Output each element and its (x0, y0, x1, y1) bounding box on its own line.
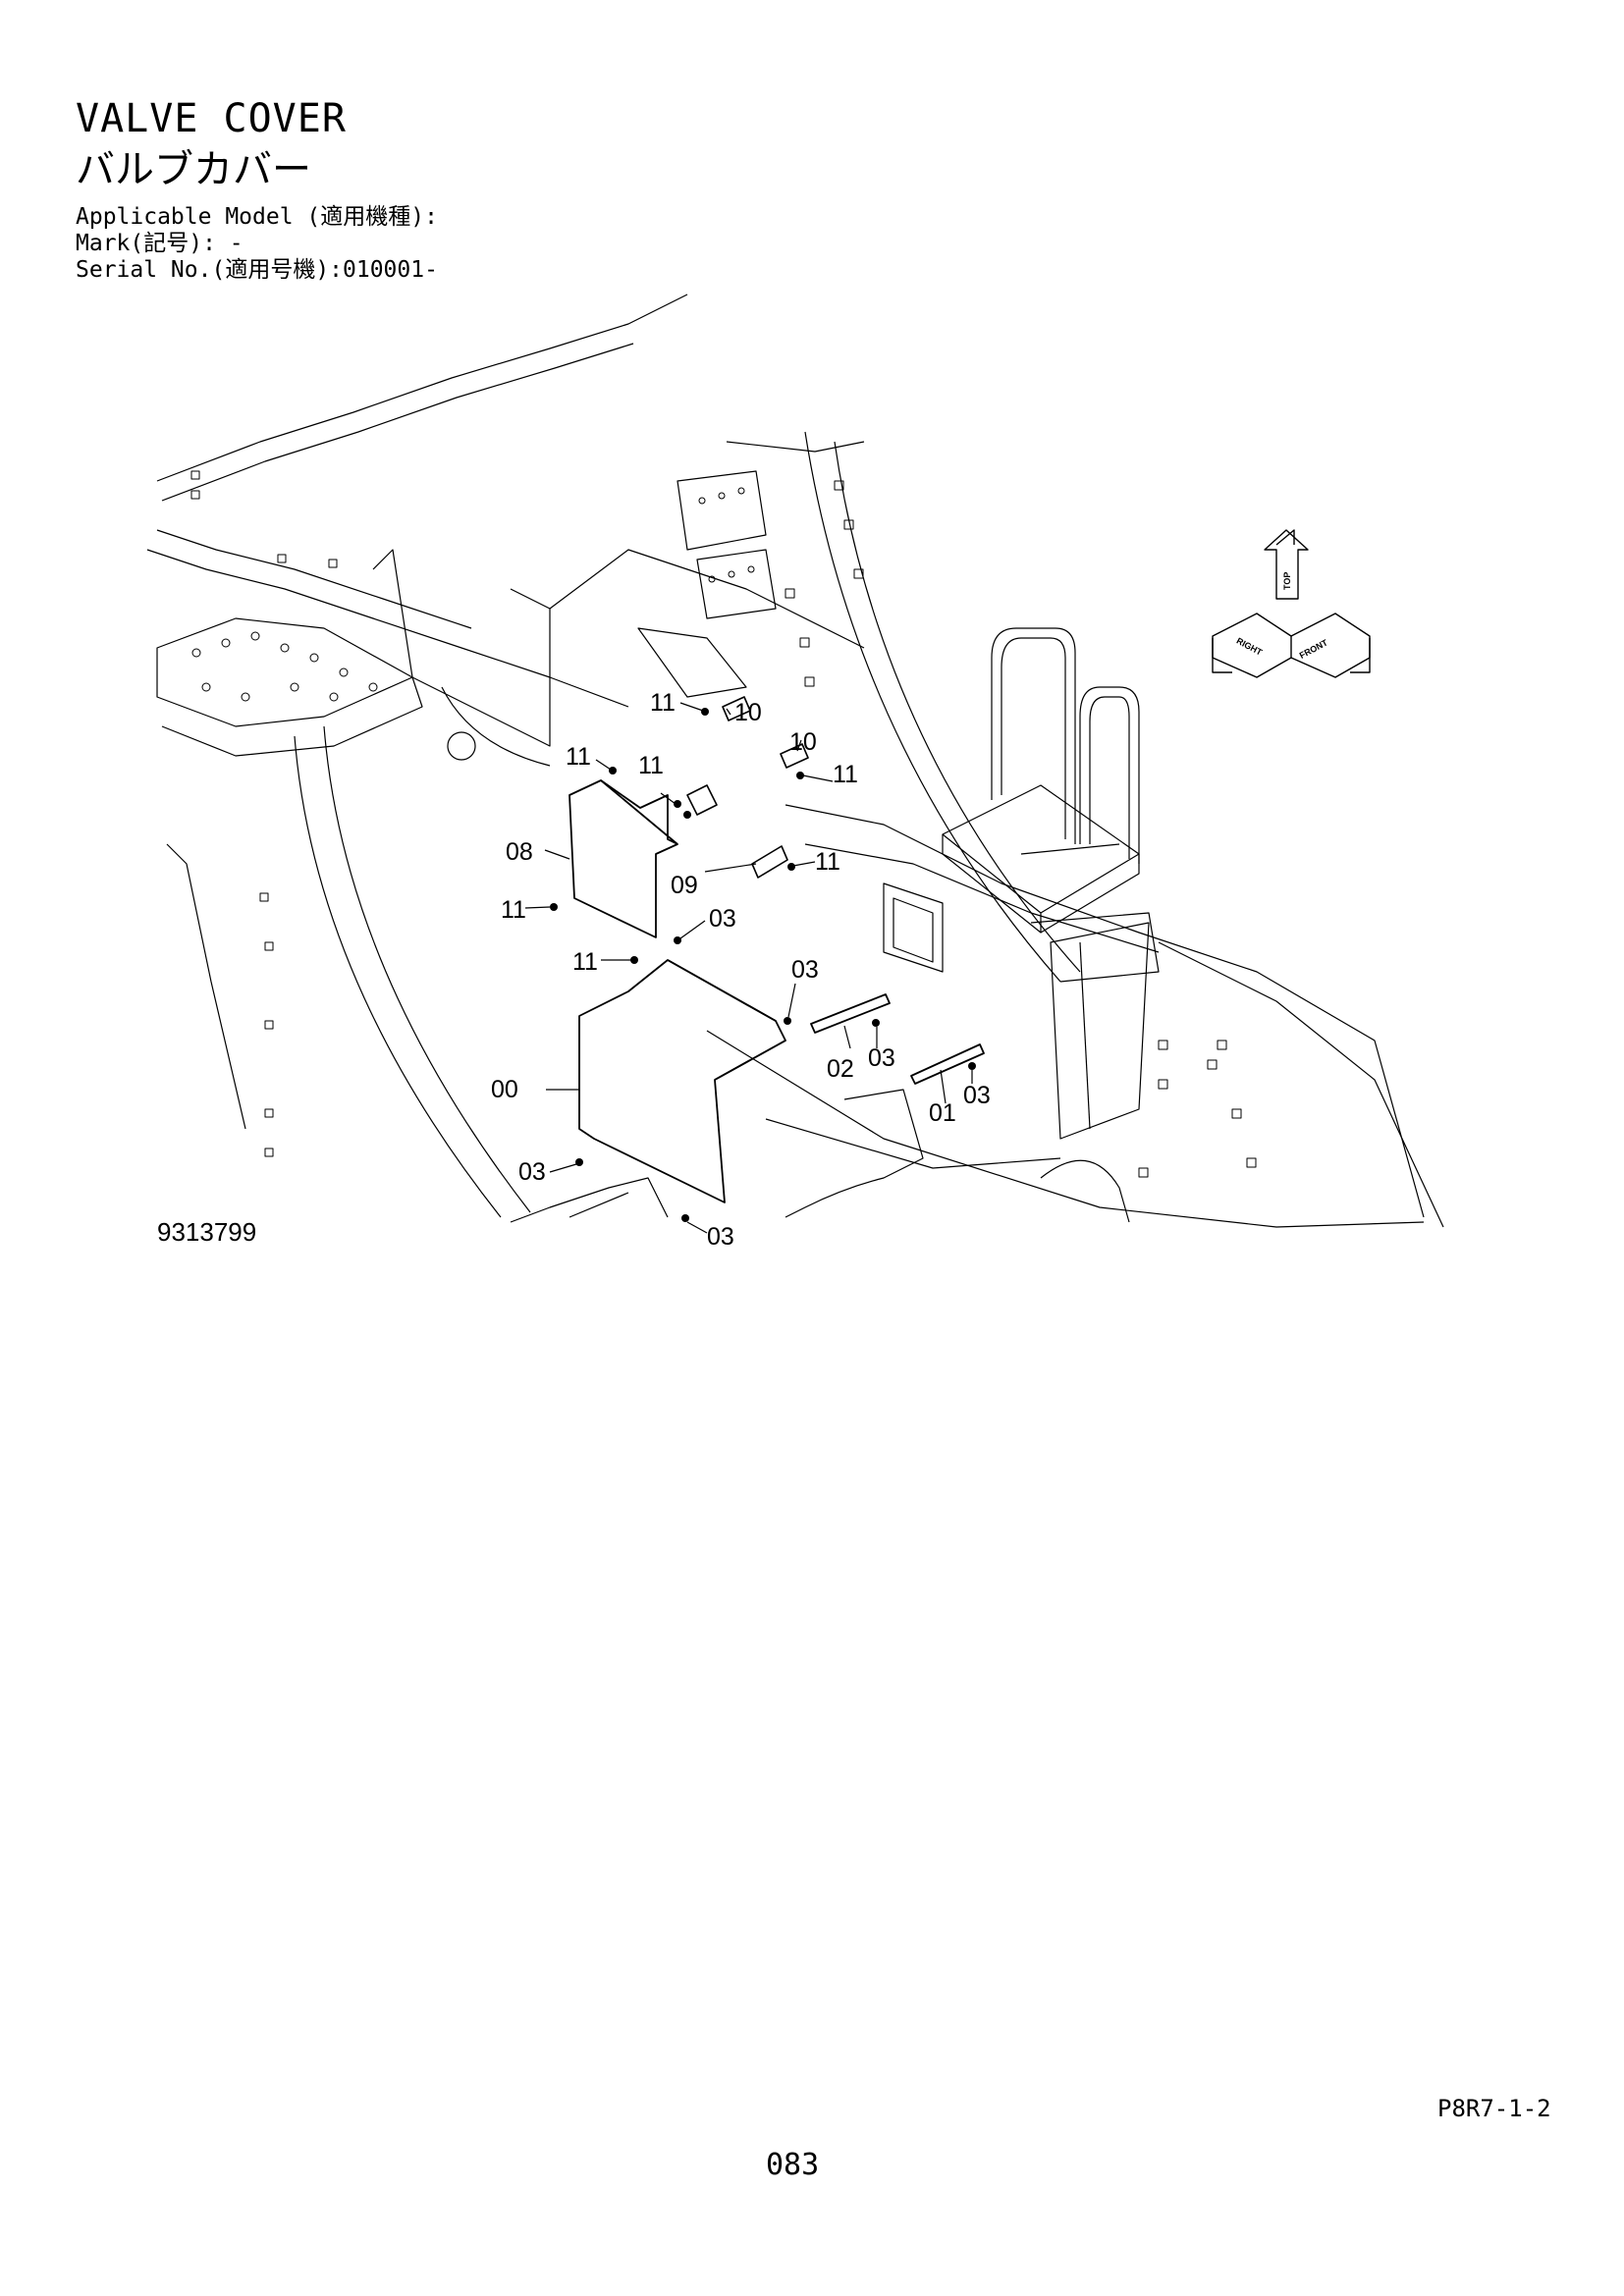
applicable-model: Applicable Model (適用機種): (76, 204, 438, 230)
callout-02: 02 (827, 1055, 854, 1083)
bracket-part-09 (686, 784, 788, 879)
callout-03: 03 (791, 956, 819, 984)
callout-11: 11 (815, 848, 840, 876)
page-title: VALVE COVER (76, 96, 347, 141)
drawing-number: 9313799 (157, 1217, 257, 1247)
callout-00: 00 (491, 1076, 518, 1103)
callout-03: 03 (963, 1082, 991, 1109)
callout-03: 03 (709, 905, 736, 933)
cover-part-00 (578, 959, 786, 1203)
bolts (550, 708, 976, 1222)
frame-linework (146, 294, 1444, 1228)
leader-lines (524, 702, 973, 1234)
bracket-part-02 (810, 993, 891, 1034)
orientation-right-label: RIGHT (1235, 636, 1265, 658)
orientation-top-label: TOP (1282, 572, 1292, 590)
callout-10: 10 (734, 699, 762, 726)
callout-11: 11 (566, 743, 591, 771)
bracket-part-10 (722, 696, 809, 769)
serial-number: Serial No.(適用号機):010001- (76, 257, 438, 283)
callout-11: 11 (501, 896, 526, 924)
callout-03: 03 (518, 1158, 546, 1186)
callout-11: 11 (650, 689, 676, 717)
mark-field: Mark(記号): - (76, 231, 244, 256)
callout-11: 11 (572, 948, 598, 976)
cover-part-08 (568, 779, 678, 938)
callout-03: 03 (868, 1044, 895, 1072)
orientation-indicator: TOP RIGHT FRONT (1212, 529, 1371, 678)
callout-03: 03 (707, 1223, 734, 1251)
callout-labels: 11 10 11 11 10 11 08 09 11 11 03 11 03 0… (491, 689, 991, 1251)
callout-11: 11 (833, 761, 858, 788)
orientation-front-label: FRONT (1298, 637, 1330, 661)
page-title-japanese: バルブカバー (76, 147, 311, 192)
bracket-part-01 (910, 1043, 985, 1085)
callout-11: 11 (638, 752, 664, 779)
callout-09: 09 (671, 872, 698, 899)
callout-08: 08 (506, 838, 533, 866)
callout-01: 01 (929, 1099, 956, 1127)
callout-10: 10 (789, 728, 817, 756)
page-reference-code: P8R7-1-2 (1437, 2095, 1551, 2122)
page-number: 083 (766, 2148, 820, 2182)
